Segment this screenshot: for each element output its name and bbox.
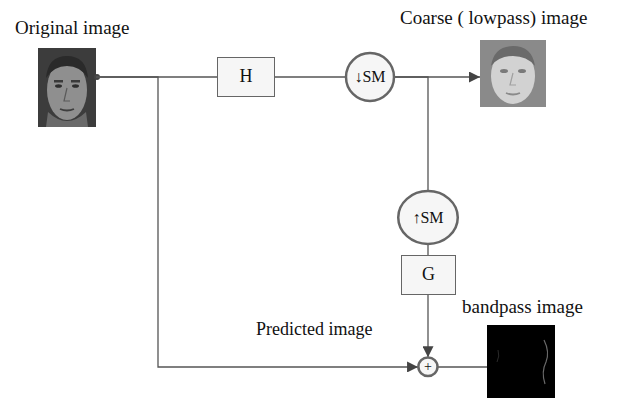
filter-box: G (401, 255, 456, 295)
node-label: H (240, 67, 253, 87)
coarse-face-picture (480, 40, 546, 107)
bandpass-image: bandpass image (487, 325, 555, 398)
signal-line (438, 366, 487, 367)
node-label: ↓SM (354, 68, 385, 86)
node-label: ↑SM (412, 209, 443, 227)
node-label: + (424, 359, 432, 374)
signal-line (427, 295, 428, 357)
coarse-image: Coarse ( lowpass) image (480, 40, 546, 107)
original-image: Original image (38, 48, 96, 127)
sum-circle: + (418, 357, 438, 376)
image-title: bandpass image (462, 297, 583, 318)
signal-label: Predicted image (256, 320, 372, 340)
signal-line (275, 76, 345, 77)
signal-line (395, 77, 428, 190)
image-title: Coarse ( lowpass) image (400, 8, 587, 29)
node-label: G (422, 265, 435, 285)
signal-line (427, 245, 428, 255)
downsample-circle: ↓SM (345, 52, 395, 102)
filter-box: H (217, 57, 275, 97)
signal-line (96, 77, 418, 367)
upsample-circle: ↑SM (397, 190, 459, 245)
bandpass-picture (487, 325, 555, 398)
original-face-picture (38, 48, 96, 127)
image-title: Original image (15, 18, 130, 39)
